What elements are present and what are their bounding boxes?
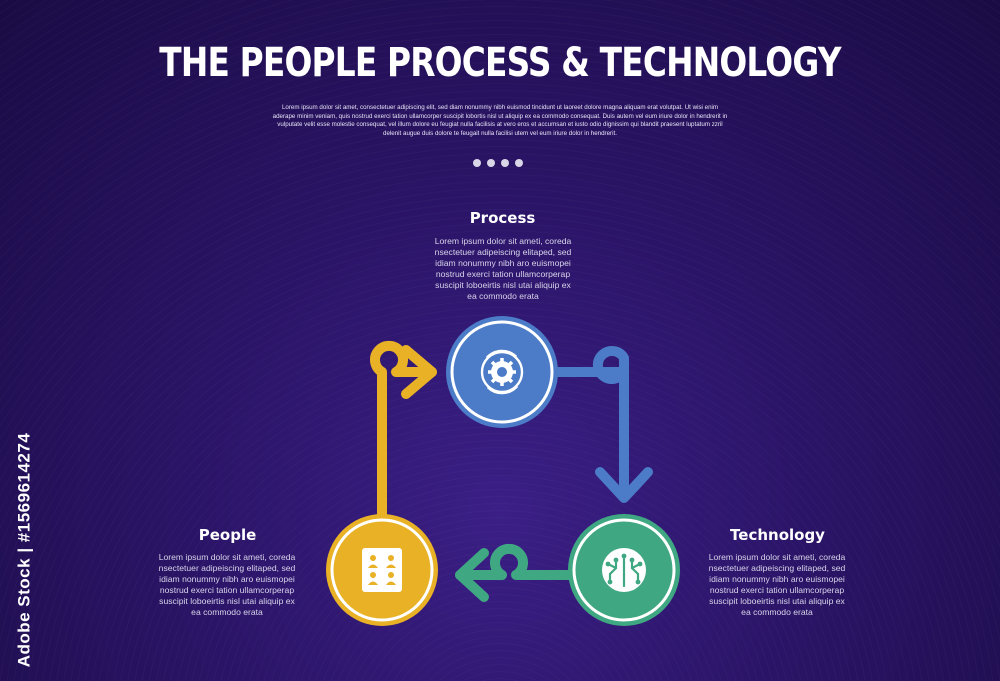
watermark-text: Adobe Stock | #1569614274 <box>14 432 34 668</box>
dot-4 <box>515 159 523 167</box>
gear-cycle-icon <box>480 349 524 395</box>
people-to-process-connector <box>370 340 437 520</box>
dot-2 <box>487 159 495 167</box>
page-subtitle: Lorem ipsum dolor sit amet, consectetuer… <box>272 104 728 137</box>
circuit-brain-icon <box>602 548 646 592</box>
technology-node <box>568 514 680 626</box>
people-title: People <box>198 526 257 544</box>
process-to-technology-connector <box>550 346 653 503</box>
dot-1 <box>473 159 481 167</box>
people-group-icon <box>362 548 402 592</box>
technology-to-people-connector <box>455 543 577 602</box>
technology-title: Technology <box>730 526 825 544</box>
technology-text: Lorem ipsum dolor sit ameti, coreda nsec… <box>708 552 846 617</box>
process-title: Process <box>469 209 536 227</box>
pagination-dots <box>473 159 523 167</box>
page-title: THE PEOPLE PROCESS & TECHNOLOGY <box>159 40 841 86</box>
stock-watermark: Adobe Stock | #1569614274 <box>14 430 34 670</box>
people-node <box>326 514 438 626</box>
people-text: Lorem ipsum dolor sit ameti, coreda nsec… <box>158 552 296 617</box>
process-node <box>446 316 558 428</box>
dot-3 <box>501 159 509 167</box>
process-text: Lorem ipsum dolor sit ameti, coreda nsec… <box>434 236 572 301</box>
